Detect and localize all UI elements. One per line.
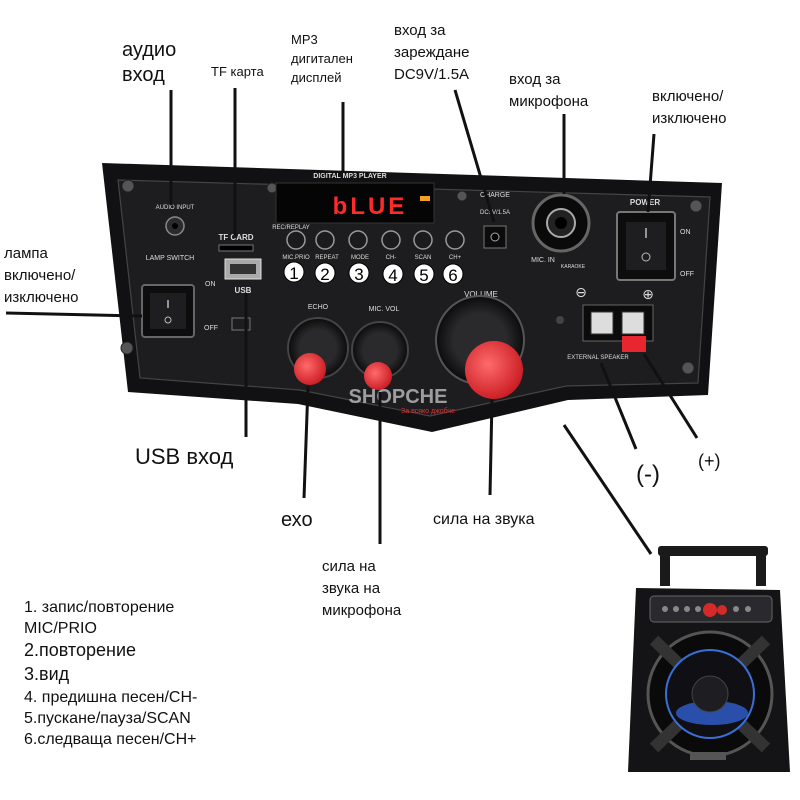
plus-terminal-sign: ⊕ (642, 286, 654, 302)
label-minus: (-) (636, 461, 660, 488)
callout-lines (5, 88, 699, 555)
power-off-print: OFF (680, 271, 694, 278)
button-2 (315, 230, 335, 250)
label-mic-input-text: вход за микрофона (509, 71, 589, 110)
legend-item: MIC/PRIO (24, 620, 97, 638)
karaoke-print: KARAOKE (561, 264, 586, 270)
legend-item: 6.следваща песен/CH+ (24, 730, 197, 748)
volume-knob-cap (465, 341, 523, 399)
ch-minus-print: CH- (386, 255, 397, 261)
power-on-print: ON (680, 229, 691, 236)
button-3 (348, 230, 368, 250)
label-volume: сила на звука (433, 511, 535, 528)
button-number-1: 1 (289, 264, 298, 283)
ch-plus-print: CH+ (449, 255, 462, 261)
mp3-display-text: bLUE (333, 193, 408, 220)
label-tf-card: TF карта (211, 64, 264, 79)
echo-knob-cap (294, 353, 326, 385)
label-usb-input: USB вход (135, 444, 234, 469)
button-6 (445, 230, 465, 250)
button-number-6: 6 (448, 266, 457, 285)
button-number-3: 3 (354, 265, 363, 284)
terminal-negative (590, 311, 614, 335)
terminal-positive (621, 311, 645, 335)
label-mp3-display: MP3 дигитален дисплей (291, 31, 353, 88)
label-echo: ехо (281, 509, 313, 531)
button-number-badges (283, 261, 464, 285)
button-number-5: 5 (419, 266, 428, 285)
watermark-tagline: За всяко джобче (401, 407, 455, 415)
label-audio-input: аудио вход (122, 38, 176, 88)
control-buttons (286, 230, 465, 250)
power-print: POWER (630, 198, 660, 207)
watermark-logo: SHOPCHE (349, 386, 448, 408)
echo-print: ECHO (308, 304, 329, 311)
lamp-switch-print: LAMP SWITCH (146, 255, 195, 262)
repeat-print: REPEAT (315, 255, 339, 261)
label-mic-volume: сила на звука на микрофона (322, 556, 401, 621)
label-charging-input-text: вход за зареждане DC9V/1.5A (394, 22, 470, 83)
label-lamp-switch: лампа включено/ изключено (4, 243, 78, 308)
button-number-4: 4 (388, 266, 397, 285)
button-1 (286, 230, 306, 250)
minus-terminal-sign: ⊖ (575, 284, 587, 300)
lamp-off-print: OFF (204, 325, 218, 332)
mp3-display-screen (275, 182, 435, 224)
legend-item: 1. запис/повторение (24, 599, 175, 616)
label-mp3-display-text: MP3 дигитален дисплей (291, 32, 353, 85)
button-4 (381, 230, 401, 250)
button-5 (413, 230, 433, 250)
label-plus: (+) (698, 451, 721, 471)
usb-print: USB (235, 286, 252, 295)
charge-spec-print: DC9V/1.5A (480, 210, 510, 216)
tf-card-slot (218, 244, 254, 252)
mic-in-print: MIC. IN (531, 257, 555, 264)
label-mic-volume-text: сила на звука на микрофона (322, 558, 402, 619)
charge-print: CHARGE (480, 192, 510, 199)
display-title: DIGITAL MP3 PLAYER (313, 173, 386, 180)
legend-item: 2.повторение (24, 640, 137, 661)
mic-vol-print: MIC. VOL (369, 306, 400, 313)
audio-input-print: AUDIO INPUT (156, 205, 195, 211)
label-power-switch: включено/ изключено (652, 86, 726, 130)
mode-print: MODE (351, 255, 369, 261)
screw-icons (120, 179, 703, 375)
button-number-2: 2 (320, 265, 329, 284)
label-lamp-switch-text: лампа включено/ изключено (4, 245, 79, 306)
button-legend: 1. запис/повторение MIC/PRIO 2.повторени… (24, 597, 197, 750)
rec-replay-print: REC/REPLAY (272, 225, 310, 231)
legend-item: 3.вид (24, 663, 70, 684)
tf-card-print: TF CARD (218, 233, 253, 242)
mic-prio-print: MIC.PRIO (282, 255, 310, 261)
speaker-illustration (628, 546, 790, 772)
mic-vol-knob-cap (364, 362, 392, 390)
label-mic-input: вход за микрофона (509, 69, 588, 113)
label-charging-input: вход за зареждане DC9V/1.5A (394, 20, 470, 85)
lamp-on-print: ON (205, 281, 216, 288)
legend-item: 5.пускане/пауза/SCAN (24, 709, 191, 727)
label-power-switch-text: включено/ изключено (652, 88, 727, 127)
volume-print: VOLUME (464, 290, 498, 299)
legend-item: 4. предишна песен/CH- (24, 688, 198, 706)
ext-speaker-print: EXTERNAL SPEAKER (567, 355, 629, 361)
scan-print: SCAN (415, 255, 432, 261)
label-audio-input-text: аудио вход (122, 39, 177, 86)
